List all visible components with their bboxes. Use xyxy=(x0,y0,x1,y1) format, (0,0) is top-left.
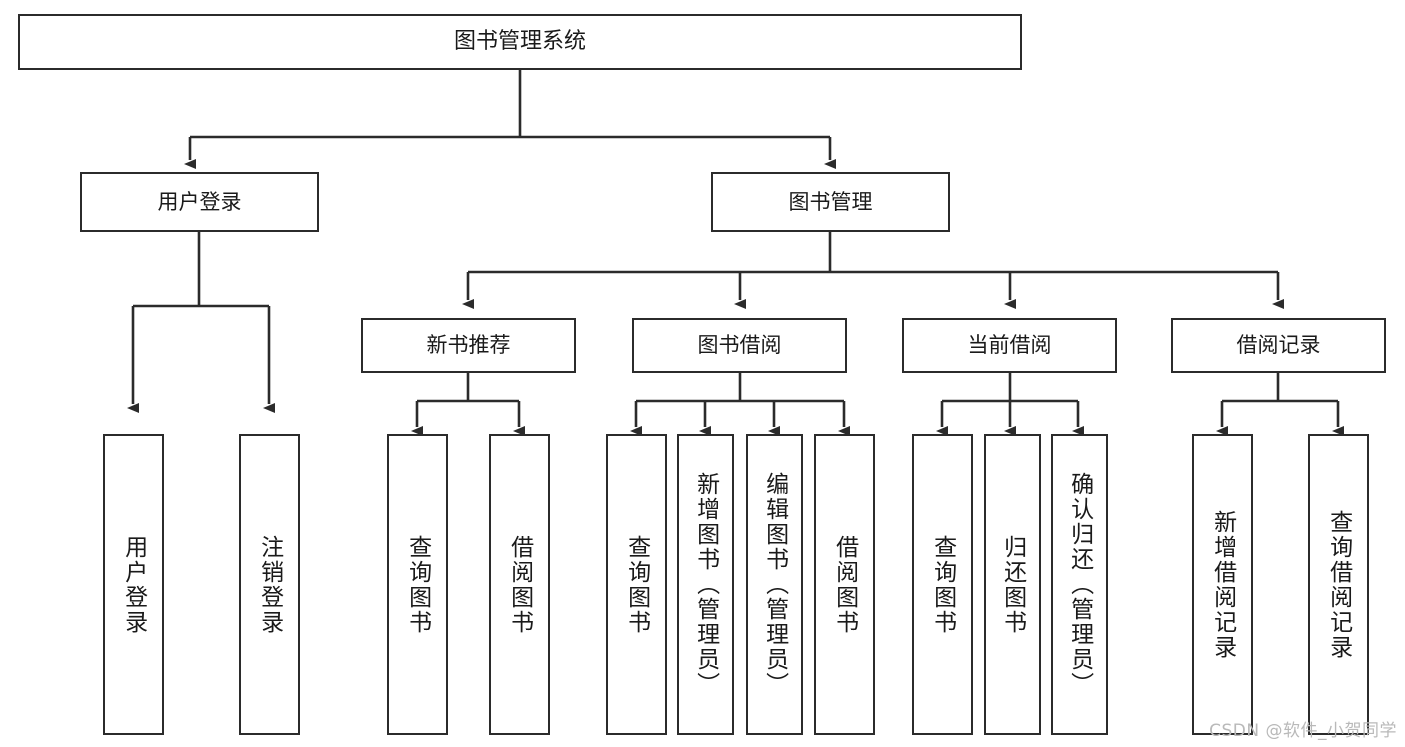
leaf-label: 查询图书 xyxy=(929,534,956,635)
leaf-label: 查询图书 xyxy=(404,534,431,635)
leaf-label: 借阅图书 xyxy=(506,534,533,635)
leaf-label: 用户登录 xyxy=(120,534,147,635)
node-user-login-label: 用户登录 xyxy=(157,189,242,214)
leaf-book-borrow-edit[interactable]: 编辑图书（管理员） xyxy=(746,434,803,735)
node-current-borrow[interactable]: 当前借阅 xyxy=(902,318,1117,373)
leaf-user-login-logout[interactable]: 注销登录 xyxy=(239,434,300,735)
node-new-book-recommend-label: 新书推荐 xyxy=(426,333,511,358)
leaf-book-borrow-add[interactable]: 新增图书（管理员） xyxy=(677,434,734,735)
leaf-borrow-record-add[interactable]: 新增借阅记录 xyxy=(1192,434,1253,735)
leaf-current-borrow-query[interactable]: 查询图书 xyxy=(912,434,973,735)
leaf-label: 借阅图书 xyxy=(831,534,858,635)
leaf-current-borrow-return[interactable]: 归还图书 xyxy=(984,434,1041,735)
leaf-label: 注销登录 xyxy=(256,534,283,635)
node-borrow-record[interactable]: 借阅记录 xyxy=(1171,318,1386,373)
leaf-book-borrow-borrow[interactable]: 借阅图书 xyxy=(814,434,875,735)
leaf-user-login-login[interactable]: 用户登录 xyxy=(103,434,164,735)
leaf-label: 编辑图书（管理员） xyxy=(761,472,788,697)
node-book-management-label: 图书管理 xyxy=(788,189,873,214)
node-root-label: 图书管理系统 xyxy=(453,29,586,55)
leaf-label: 归还图书 xyxy=(999,534,1026,635)
node-book-borrow[interactable]: 图书借阅 xyxy=(632,318,847,373)
leaf-label: 新增图书（管理员） xyxy=(692,472,719,697)
leaf-borrow-record-query[interactable]: 查询借阅记录 xyxy=(1308,434,1369,735)
node-current-borrow-label: 当前借阅 xyxy=(967,333,1052,358)
leaf-label: 确认归还（管理员） xyxy=(1066,472,1093,697)
leaf-current-borrow-confirm-return[interactable]: 确认归还（管理员） xyxy=(1051,434,1108,735)
leaf-new-book-borrow[interactable]: 借阅图书 xyxy=(489,434,550,735)
csdn-watermark: CSDN @软件_小贺同学 xyxy=(1209,721,1397,741)
leaf-label: 查询图书 xyxy=(623,534,650,635)
leaf-new-book-query[interactable]: 查询图书 xyxy=(387,434,448,735)
node-root-library-system[interactable]: 图书管理系统 xyxy=(18,14,1022,70)
node-book-management[interactable]: 图书管理 xyxy=(711,172,950,232)
node-borrow-record-label: 借阅记录 xyxy=(1236,333,1321,358)
node-user-login[interactable]: 用户登录 xyxy=(80,172,319,232)
leaf-label: 新增借阅记录 xyxy=(1209,509,1236,660)
node-new-book-recommend[interactable]: 新书推荐 xyxy=(361,318,576,373)
leaf-label: 查询借阅记录 xyxy=(1325,509,1352,660)
leaf-book-borrow-query[interactable]: 查询图书 xyxy=(606,434,667,735)
node-book-borrow-label: 图书借阅 xyxy=(697,333,782,358)
